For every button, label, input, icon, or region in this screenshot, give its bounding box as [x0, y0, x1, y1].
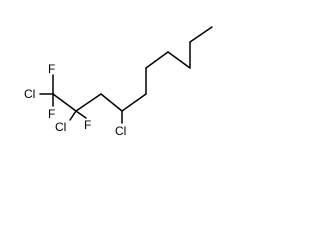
bond-c3-c4 — [100, 93, 123, 112]
atom-label-f-middle: F — [84, 118, 91, 132]
atom-label-f-left: F — [48, 107, 55, 121]
atom-label-cl-middle: Cl — [55, 120, 66, 134]
bond-c2-f — [75, 110, 87, 119]
bond-c6-c7 — [145, 51, 169, 69]
atom-label-cl-right: Cl — [115, 124, 126, 138]
atom-label-cl-left: Cl — [24, 87, 35, 101]
bond-lines — [39, 26, 213, 124]
bond-c1-c2 — [52, 93, 77, 112]
atom-label-f-top: F — [48, 62, 55, 76]
structure-diagram: F Cl F Cl F Cl — [24, 26, 213, 138]
bond-c9-c10 — [189, 26, 213, 43]
bond-c2-c3 — [75, 93, 102, 112]
bond-c4-c5 — [121, 93, 147, 112]
molecule-canvas: F Cl F Cl F Cl — [0, 0, 230, 149]
atom-labels: F Cl F Cl F Cl — [24, 62, 126, 138]
bond-c7-c8 — [167, 51, 191, 69]
bond-c2-cl — [69, 110, 77, 121]
